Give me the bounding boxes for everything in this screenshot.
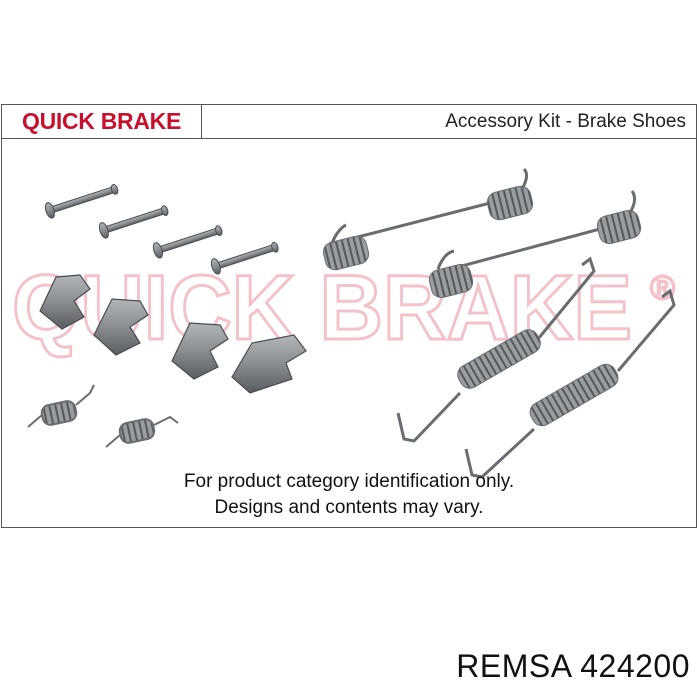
kit-title: Accessory Kit - Brake Shoes <box>445 110 686 132</box>
adjuster-spring-2-icon <box>464 288 676 479</box>
retainer-clips <box>39 274 307 394</box>
product-card: QUICK BRAKE Accessory Kit - Brake Shoes … <box>1 104 697 528</box>
clip-1-icon <box>39 274 91 330</box>
small-spring-2-icon <box>105 415 179 448</box>
return-spring-2-icon <box>428 190 642 299</box>
pin-2-icon <box>98 205 169 239</box>
small-spring-1-icon <box>27 384 95 428</box>
pin-3-icon <box>152 225 223 259</box>
hold-down-pins <box>44 184 279 275</box>
return-spring-1-icon <box>322 167 534 271</box>
card-header: QUICK BRAKE Accessory Kit - Brake Shoes <box>2 105 696 139</box>
parts-drawing: QUICK BRAKE ® <box>11 167 676 479</box>
pin-1-icon <box>44 184 119 219</box>
pin-4-icon <box>210 241 279 275</box>
upper-return-springs <box>322 167 642 299</box>
watermark-registered-symbol: ® <box>650 269 675 307</box>
adjuster-springs <box>396 256 676 479</box>
parts-illustration: QUICK BRAKE ® <box>2 139 696 527</box>
brand-logo: QUICK BRAKE <box>22 108 181 134</box>
brand-box: QUICK BRAKE <box>2 105 202 138</box>
disclaimer-line-2: Designs and contents may vary. <box>214 497 484 518</box>
clip-4-icon <box>231 334 307 394</box>
adjuster-spring-1-icon <box>396 256 596 443</box>
small-springs <box>27 384 179 448</box>
clip-2-icon <box>93 298 149 356</box>
clip-3-icon <box>171 322 229 380</box>
disclaimer-line-1: For product category identification only… <box>183 471 515 492</box>
part-code: REMSA 424200 <box>456 648 690 684</box>
